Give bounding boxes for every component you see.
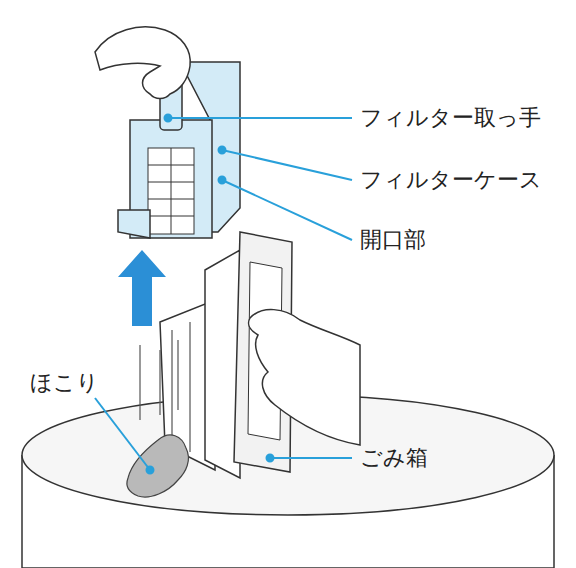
leader-line <box>222 180 352 240</box>
leader-dot <box>267 455 274 462</box>
leader-dot <box>165 115 172 122</box>
filter-grid <box>148 148 194 234</box>
filter-mesh <box>148 148 194 234</box>
leader-dot <box>219 147 226 154</box>
motion-line <box>177 340 178 410</box>
motion-line <box>159 350 160 415</box>
filter-rib <box>172 330 173 440</box>
leader-lines <box>95 115 352 474</box>
callout-label: 開口部 <box>360 227 426 253</box>
leader-dot <box>219 177 226 184</box>
leader-line <box>95 398 150 470</box>
callout-label: ほこり <box>30 370 99 396</box>
filter-rib <box>190 322 191 452</box>
leader-dot <box>147 467 154 474</box>
callout-label: フィルターケース <box>360 167 542 193</box>
filter-tab <box>118 210 150 238</box>
callout-label: フィルター取っ手 <box>360 105 541 131</box>
dust <box>127 435 189 497</box>
motion-line <box>139 345 140 420</box>
callout-label: ごみ箱 <box>360 445 428 471</box>
leader-line <box>270 457 352 459</box>
up-arrow <box>118 250 166 326</box>
leader-line <box>168 117 352 119</box>
hand <box>248 310 360 445</box>
leader-line <box>222 150 352 180</box>
hand <box>95 27 190 99</box>
